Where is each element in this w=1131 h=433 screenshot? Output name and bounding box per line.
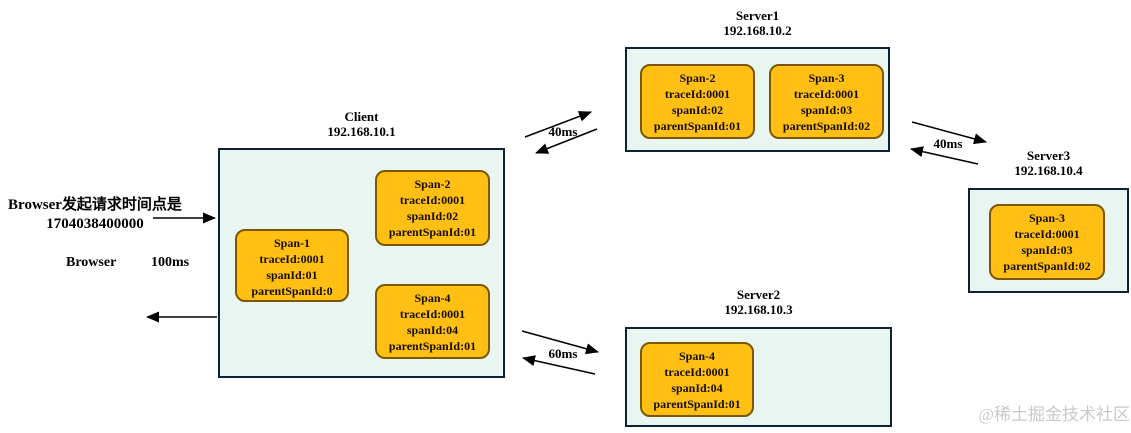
span-parent-id: parentSpanId:0	[251, 284, 333, 298]
server2-ip: 192.168.10.3	[724, 302, 793, 317]
span-card-server1-span3: Span-3 traceId:0001 spanId:03 parentSpan…	[769, 64, 884, 139]
span-trace-id: traceId:0001	[399, 307, 466, 321]
client-node-title: Client 192.168.10.1	[218, 109, 505, 139]
server3-ip: 192.168.10.4	[1014, 163, 1083, 178]
span-trace-id: traceId:0001	[664, 87, 731, 101]
span-parent-id: parentSpanId:01	[388, 339, 477, 353]
server2-name: Server2	[736, 287, 781, 302]
watermark: @稀土掘金技术社区	[978, 405, 1130, 424]
edge-label-server1-server3: 40ms	[933, 136, 963, 151]
server2-node-title: Server2 192.168.10.3	[625, 287, 892, 317]
span-parent-id: parentSpanId:02	[782, 119, 871, 133]
browser-label: Browser	[66, 255, 117, 270]
span-id: spanId:03	[800, 103, 853, 117]
span-card-server1-span2: Span-2 traceId:0001 spanId:02 parentSpan…	[640, 64, 755, 139]
browser-request-note: Browser发起请求时间点是 1704038400000	[6, 196, 184, 234]
span-parent-id: parentSpanId:01	[388, 225, 477, 239]
span-card-server3-span3: Span-3 traceId:0001 spanId:03 parentSpan…	[989, 204, 1105, 280]
span-card-client-span2: Span-2 traceId:0001 spanId:02 parentSpan…	[375, 170, 490, 246]
span-id: spanId:02	[406, 209, 459, 223]
span-card-client-span4: Span-4 traceId:0001 spanId:04 parentSpan…	[375, 284, 490, 359]
server3-node: Span-3 traceId:0001 spanId:03 parentSpan…	[968, 188, 1129, 293]
span-id: spanId:03	[1021, 243, 1073, 257]
server1-node-title: Server1 192.168.10.2	[625, 8, 890, 38]
span-name: Span-3	[1028, 211, 1066, 225]
span-name: Span-1	[273, 236, 311, 250]
server1-node: Span-2 traceId:0001 spanId:02 parentSpan…	[625, 47, 890, 152]
span-id: spanId:04	[671, 381, 723, 395]
span-id: spanId:02	[671, 103, 724, 117]
browser-latency-label: 100ms	[151, 255, 190, 270]
span-name: Span-4	[414, 291, 451, 305]
span-trace-id: traceId:0001	[1014, 227, 1080, 241]
span-name: Span-4	[678, 349, 716, 363]
client-name: Client	[344, 109, 379, 124]
span-trace-id: traceId:0001	[259, 252, 325, 266]
server1-name: Server1	[735, 8, 780, 23]
client-ip: 192.168.10.1	[327, 124, 396, 139]
edge-label-client-server2: 60ms	[548, 346, 578, 361]
span-parent-id: parentSpanId:01	[653, 119, 742, 133]
server1-ip: 192.168.10.2	[723, 23, 792, 38]
span-id: spanId:04	[406, 323, 459, 337]
server3-node-title: Server3 192.168.10.4	[968, 148, 1129, 178]
server3-name: Server3	[1026, 148, 1071, 163]
span-name: Span-2	[414, 177, 451, 191]
span-card-client-span1: Span-1 traceId:0001 spanId:01 parentSpan…	[235, 229, 349, 302]
browser-request-timestamp: 1704038400000	[46, 216, 144, 232]
span-id: spanId:01	[266, 268, 318, 282]
span-name: Span-3	[808, 71, 845, 85]
span-parent-id: parentSpanId:01	[653, 397, 741, 411]
span-trace-id: traceId:0001	[399, 193, 466, 207]
span-parent-id: parentSpanId:02	[1003, 259, 1091, 273]
span-card-server2-span4: Span-4 traceId:0001 spanId:04 parentSpan…	[640, 342, 754, 417]
client-node: Span-1 traceId:0001 spanId:01 parentSpan…	[218, 148, 505, 378]
server2-node: Span-4 traceId:0001 spanId:04 parentSpan…	[625, 327, 892, 427]
span-name: Span-2	[679, 71, 716, 85]
browser-request-note-line1: Browser发起请求时间点是	[8, 197, 182, 213]
span-trace-id: traceId:0001	[793, 87, 860, 101]
span-trace-id: traceId:0001	[664, 365, 730, 379]
edge-label-client-server1: 40ms	[548, 124, 578, 139]
